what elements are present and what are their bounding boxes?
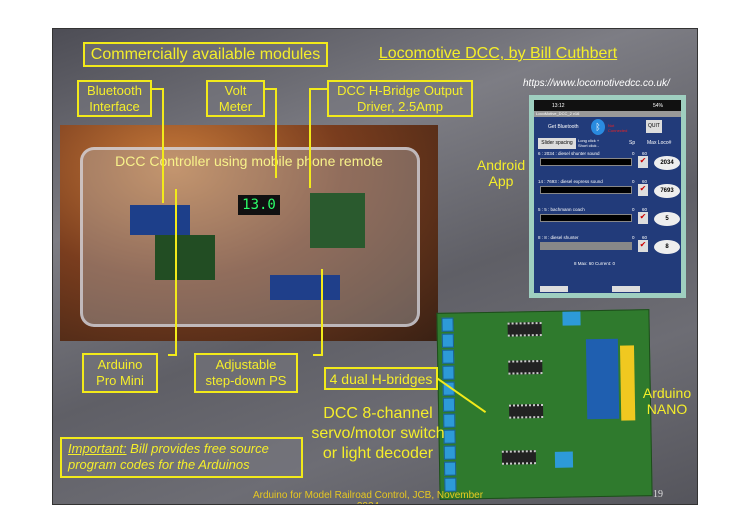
loco-speed-slider[interactable] — [540, 186, 632, 194]
direction-checkbox[interactable]: ✔ — [638, 184, 648, 196]
bluetooth-icon[interactable]: ᛒ — [591, 119, 605, 135]
website-link[interactable]: https://www.locomotivedcc.co.uk/ — [523, 78, 670, 89]
volt-meter-display: 13.0 — [238, 195, 280, 215]
phone-time: 13:12 — [552, 103, 565, 109]
connection-status: Not Connected — [608, 123, 628, 133]
loco-speed: 0 — [632, 179, 635, 184]
page-number: 19 — [653, 489, 663, 500]
arduino-pro-mini-board — [155, 235, 215, 280]
decoder-board-photo — [436, 309, 653, 500]
hbridge-board — [310, 193, 365, 248]
stepdown-board — [270, 275, 340, 300]
loco-max: 60 — [642, 151, 648, 156]
max-loco-header: Max Loco# — [647, 140, 672, 146]
direction-checkbox[interactable]: ✔ — [638, 156, 648, 168]
modules-heading-box: Commercially available modules — [83, 42, 328, 67]
slider-spacing-button[interactable]: Slider spacing — [538, 138, 576, 149]
loco-number-button[interactable]: 7693 — [654, 184, 680, 198]
loco-speed: 0 — [632, 207, 635, 212]
footer: Arduino for Model Railroad Control, JCB,… — [252, 490, 484, 504]
arduino-nano-board — [585, 338, 620, 420]
important-note: Important: Bill provides free source pro… — [60, 437, 303, 478]
loco-max: 60 — [642, 207, 648, 212]
quit-button[interactable]: QUIT — [646, 120, 662, 133]
app-button-right[interactable] — [612, 286, 640, 292]
clear-enclosure — [80, 147, 420, 327]
click-hint: Long click + Short click - — [578, 138, 600, 148]
phone-battery: 54% — [652, 103, 663, 109]
loco-max: 60 — [642, 179, 648, 184]
bluetooth-module — [130, 205, 190, 235]
dual-hbridges-label: 4 dual H-bridges — [324, 367, 438, 390]
loco-row-label: 6 : 2034 : diesel shunter sound — [538, 151, 600, 156]
current-status: 8 Max: 60 Current: 0 — [574, 261, 616, 266]
loco-max: 60 — [642, 235, 648, 240]
loco-speed: 0 — [632, 151, 635, 156]
app-button-left[interactable] — [540, 286, 568, 292]
sp-header: Sp — [629, 140, 636, 146]
get-bluetooth-label: Get Bluetooth — [548, 124, 579, 130]
slide-title: Locomotive DCC, by Bill Cuthbert — [378, 45, 618, 62]
loco-speed-slider[interactable] — [540, 158, 632, 166]
app-title: LocoMotive_DCC_2 v16 — [534, 111, 681, 117]
loco-number-button[interactable]: 8 — [654, 240, 680, 254]
controller-photo: 13.0 DCC Controller using mobile phone r… — [60, 125, 438, 341]
loco-speed: 0 — [632, 235, 635, 240]
phone-app-screenshot: 13:12 54% LocoMotive_DCC_2 v16 Get Blueto… — [529, 95, 686, 298]
direction-checkbox[interactable]: ✔ — [638, 212, 648, 224]
loco-number-button[interactable]: 2034 — [654, 156, 680, 170]
photo-caption: DCC Controller using mobile phone remote — [115, 153, 383, 169]
loco-number-button[interactable]: 5 — [654, 212, 680, 226]
loco-speed-slider[interactable] — [540, 214, 632, 222]
loco-row-label: 14 : 7693 : diesel express sound — [538, 179, 603, 184]
loco-row-label: 8 : 8 : diesel shunter — [538, 235, 579, 240]
loco-speed-slider[interactable] — [540, 242, 632, 250]
direction-checkbox[interactable]: ✔ — [638, 240, 648, 252]
loco-row-label: 5 : 5 : bachmann coach — [538, 207, 585, 212]
slide: Commercially available modules Locomotiv… — [52, 28, 698, 505]
